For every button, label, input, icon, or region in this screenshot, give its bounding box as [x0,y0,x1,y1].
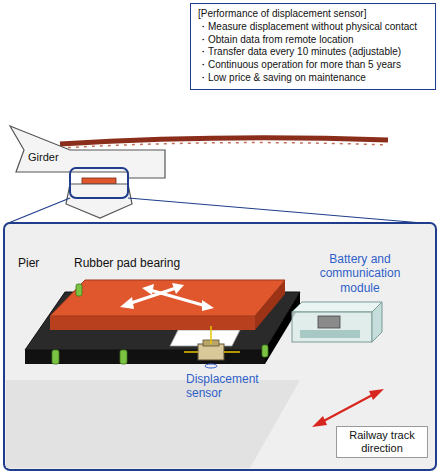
direction-label: Railway track direction [336,426,428,458]
node-text: Girder [28,150,59,164]
part-label: Displacement sensor [186,372,282,401]
pad-side [255,280,285,330]
info-bullet: ・Low price & saving on maintenance [198,72,429,85]
part-label: Battery and communication module [300,252,420,295]
rail-ties [60,143,388,148]
info-bullet: ・Transfer data every 10 minutes (adjusta… [198,46,429,59]
info-bullet: ・Continuous operation for more than 5 ye… [198,59,429,72]
info-heading: [Performance of displacement sensor] [198,8,429,21]
pad-top [50,280,285,316]
sensor-device [184,326,240,368]
notch [170,330,240,346]
pier-face [6,380,300,468]
posts [52,284,268,364]
battery-module [292,302,382,342]
movement-arrows [120,283,214,311]
zoom-panel [4,223,436,470]
info-box: [Performance of displacement sensor]・Mea… [190,3,436,90]
pier-small [66,184,132,218]
rail-track [60,138,388,144]
part-label: Rubber pad bearing [74,256,234,270]
track-direction-arrow [312,389,384,427]
zoom-line [128,198,434,224]
bearing-small [82,178,116,184]
pad-front [50,316,255,330]
info-bullet: ・Obtain data from remote location [198,34,429,47]
part-label: Pier [18,256,68,270]
zoom-highlight [70,168,128,198]
zoom-line [6,198,70,224]
girder-label-box: Girder [26,150,61,169]
base-front [25,350,265,364]
info-bullet: ・Measure displacement without physical c… [198,21,429,34]
girder-outline [10,126,165,178]
